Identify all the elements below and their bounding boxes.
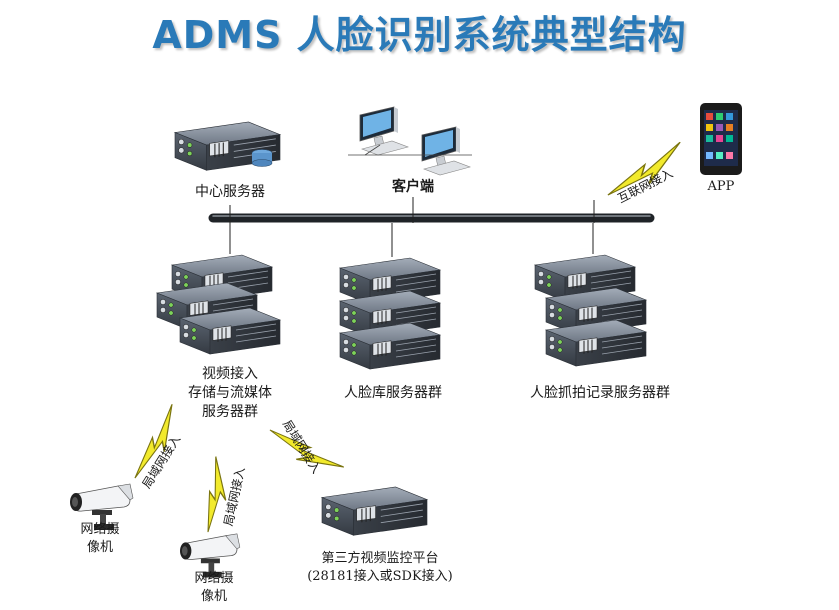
client-pc-icon — [348, 106, 472, 176]
video-server-cluster-icon — [156, 254, 281, 355]
capture-server-cluster-icon — [534, 254, 647, 367]
video-cluster-label-line: 存储与流媒体 — [188, 385, 272, 401]
camera-label-line: 像机 — [86, 540, 113, 555]
third-party-platform-icon — [321, 486, 428, 536]
camera-label-line: 像机 — [200, 589, 227, 604]
camera-label-line: 网络摄 — [80, 522, 120, 537]
third-party-label-line: (28181接入或SDK接入) — [307, 569, 453, 584]
central-server-label: 中心服务器 — [195, 184, 265, 200]
camera-label-line: 网络摄 — [194, 571, 234, 586]
smartphone-icon — [700, 103, 742, 175]
video-cluster-label-line: 服务器群 — [202, 404, 258, 420]
capture-cluster-label: 人脸抓拍记录服务器群 — [530, 385, 670, 401]
third-party-label-line: 第三方视频监控平台 — [321, 551, 439, 566]
central-server-icon — [174, 121, 281, 171]
camera-label: 网络摄 像机 — [184, 570, 244, 606]
diagram-title: ADMS 人脸识别系统典型结构 — [152, 13, 687, 57]
face-db-server-cluster-icon — [339, 257, 441, 370]
camera-label: 网络摄 像机 — [70, 521, 130, 557]
app-label: APP — [707, 179, 735, 194]
third-party-label: 第三方视频监控平台 (28181接入或SDK接入) — [280, 550, 480, 586]
client-label: 客户端 — [392, 179, 434, 195]
video-cluster-label-line: 视频接入 — [202, 366, 258, 382]
face-db-cluster-label: 人脸库服务器群 — [344, 385, 442, 401]
video-cluster-label: 视频接入 存储与流媒体 服务器群 — [150, 365, 310, 422]
